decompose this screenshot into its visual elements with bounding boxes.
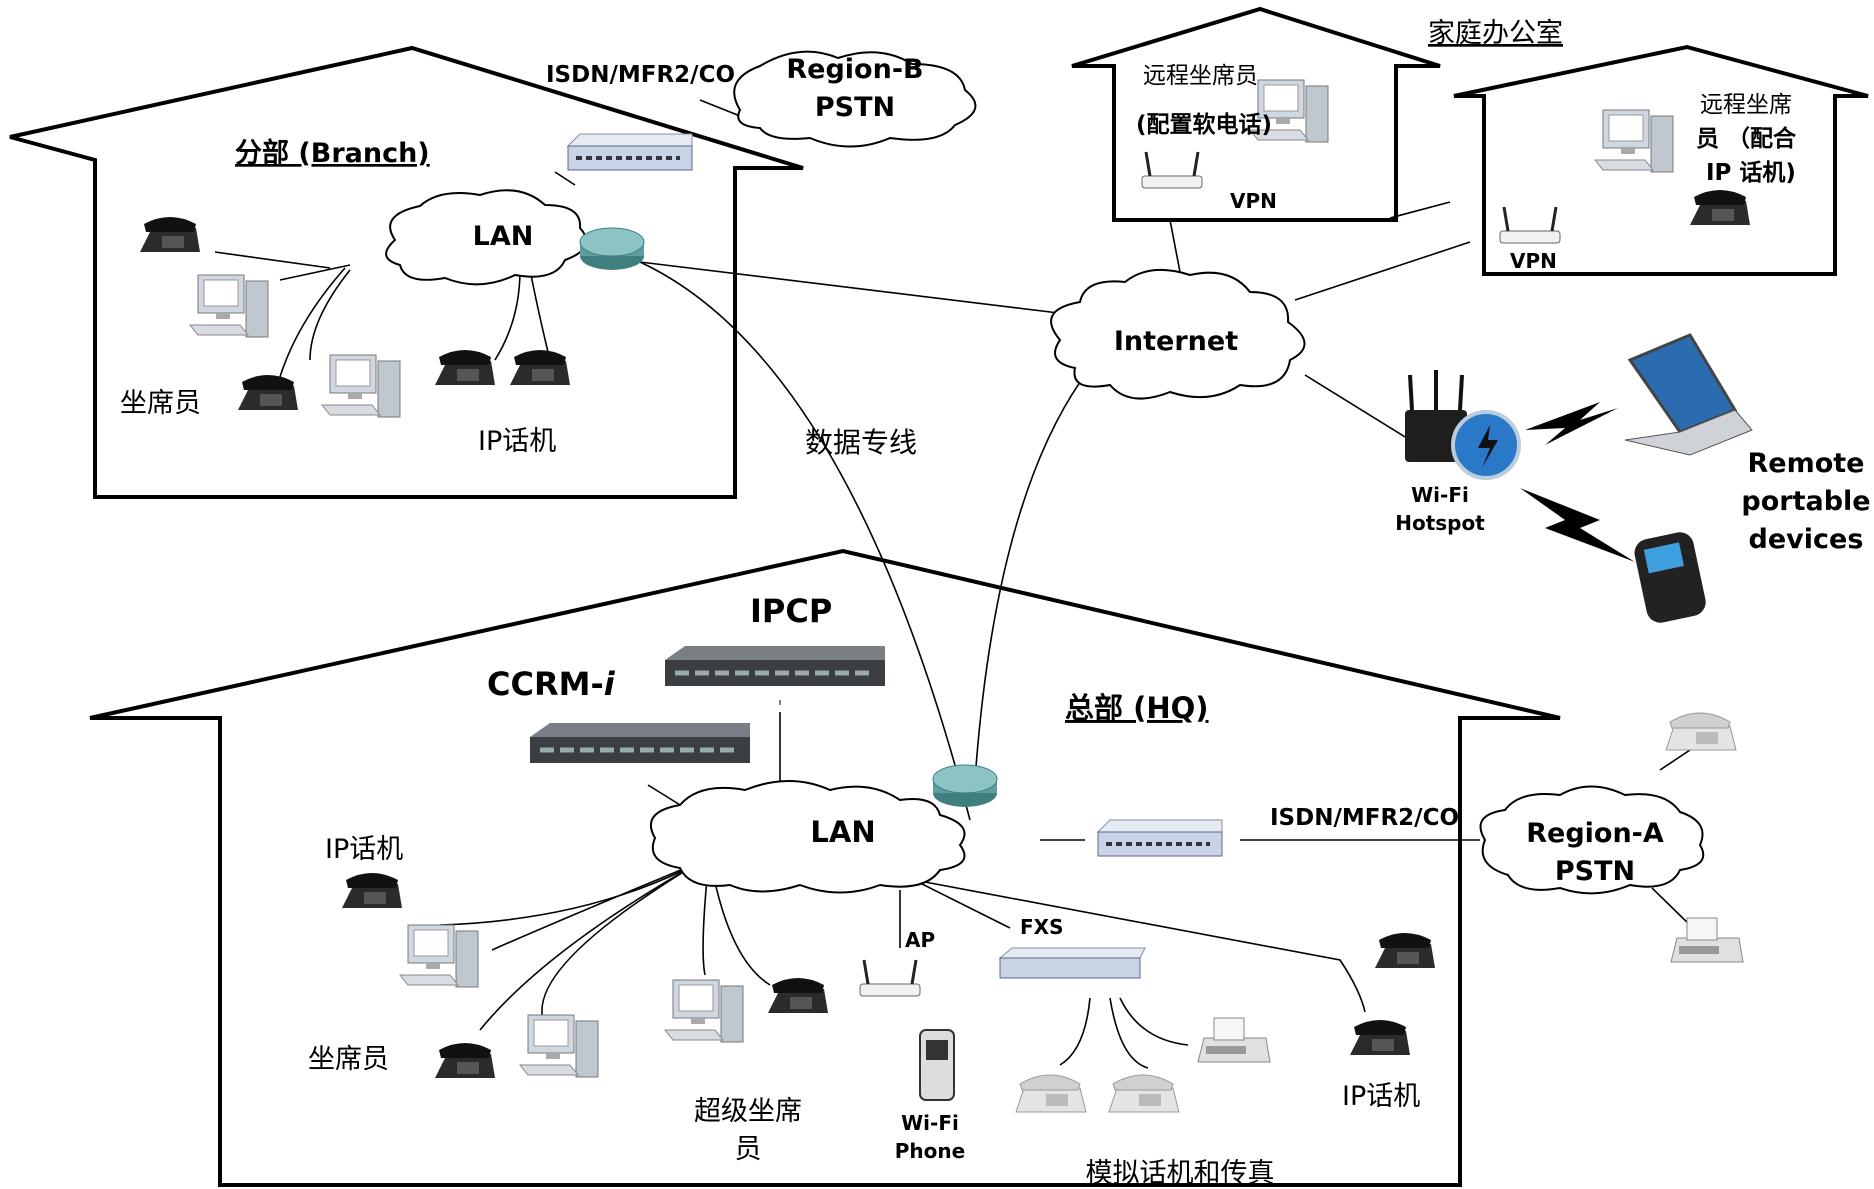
home-vpn-label: VPN	[1510, 249, 1557, 273]
wifi-phone-icon	[919, 1029, 955, 1101]
home-softphone-label: (配置软电话)	[1136, 111, 1272, 138]
lightning-icon	[1525, 402, 1618, 445]
home-ip-pc-icon	[1594, 109, 1674, 173]
analog-devices-label: 模拟话机和传真	[1086, 1158, 1275, 1189]
remote-devices-label: devices	[1749, 524, 1864, 555]
hq-agent-label: 坐席员	[308, 1044, 389, 1075]
home-ip-agent-label: 远程坐席	[1700, 92, 1792, 118]
branch-lan-label: LAN	[473, 221, 534, 252]
branch-pc-icon	[189, 274, 269, 338]
home-vpn-router-icon	[1140, 150, 1204, 190]
branch-router-icon	[579, 227, 645, 271]
wifi-phone-label: Wi-Fi	[901, 1111, 959, 1135]
hq-building-outline	[89, 548, 1561, 1187]
home-office-1-outline	[1071, 6, 1441, 222]
branch-building-outline	[9, 45, 804, 499]
home-softphone-label: 远程坐席员	[1143, 63, 1258, 89]
region-a-pstn-cloud	[1479, 785, 1705, 895]
smartphone-icon	[1634, 532, 1706, 623]
fxs-gateway-icon	[998, 947, 1146, 979]
ap-label: AP	[905, 928, 935, 952]
connection-lines	[214, 99, 1696, 1069]
wifi-hotspot-label: Wi-Fi	[1411, 483, 1469, 507]
pstn-analog-phone-icon	[1665, 712, 1737, 751]
internet-cloud	[1050, 268, 1306, 400]
home-ip-phone-icon	[1690, 190, 1750, 225]
branch-ip-phone-icon	[435, 350, 495, 385]
branch-phone-icon	[140, 217, 200, 252]
remote-devices-label: Remote	[1747, 448, 1864, 479]
branch-pc-icon	[321, 354, 401, 418]
branch-phone-icon	[238, 375, 298, 410]
hq-lan-label: LAN	[810, 815, 875, 849]
hq-pc-icon	[399, 924, 479, 988]
hq-router-icon	[932, 764, 998, 808]
super-agent-label: 超级坐席	[694, 1096, 802, 1127]
home-office-2-outline	[1453, 44, 1869, 276]
ccrm-server-icon	[530, 723, 750, 763]
hq-lan-cloud	[649, 780, 966, 894]
ccrm-label: CCRM-i	[487, 665, 616, 703]
branch-trunk-label: ISDN/MFR2/CO	[546, 62, 735, 88]
hq-ip-phone-icon	[1375, 933, 1435, 968]
branch-title: 分部 (Branch)	[235, 137, 430, 169]
analog-phone-icon	[1108, 1074, 1180, 1113]
region-b-pstn-label: PSTN	[815, 92, 895, 123]
super-agent-pc-icon	[664, 979, 744, 1043]
branch-agent-label: 坐席员	[120, 388, 201, 419]
hq-ip-phone-icon	[342, 873, 402, 908]
branch-ip-phone-icon	[510, 350, 570, 385]
hq-title: 总部 (HQ)	[1065, 691, 1209, 725]
home-ip-agent-label: 员 （配合	[1696, 125, 1797, 152]
analog-phone-icon	[1015, 1074, 1087, 1113]
fax-machine-icon	[1197, 1017, 1271, 1063]
wifi-phone-label: Phone	[895, 1139, 965, 1163]
region-a-pstn-label: PSTN	[1555, 856, 1635, 887]
ipcp-label: IPCP	[750, 592, 832, 630]
hq-gateway-icon	[1096, 818, 1224, 858]
hq-ip-phone-label: IP话机	[325, 834, 403, 865]
home-ip-agent-label: IP 话机)	[1706, 160, 1796, 186]
super-agent-label: 员	[735, 1134, 762, 1165]
hq-pc-icon	[519, 1014, 599, 1078]
branch-ip-phone-label: IP话机	[478, 426, 556, 457]
home-vpn-router-icon	[1498, 205, 1562, 245]
pstn-fax-icon	[1670, 917, 1744, 963]
home-vpn-label: VPN	[1230, 189, 1277, 213]
hq-ip-phone-icon	[1350, 1020, 1410, 1055]
remote-devices-label: portable	[1741, 486, 1870, 517]
home-office-title: 家庭办公室	[1428, 18, 1563, 49]
wifi-hotspot-icon	[1405, 370, 1521, 480]
leased-line-label: 数据专线	[805, 426, 917, 459]
region-b-pstn-cloud	[733, 50, 977, 148]
hq-phone-icon	[435, 1043, 495, 1078]
fxs-label: FXS	[1020, 915, 1064, 939]
branch-gateway-icon	[566, 132, 694, 172]
hq-trunk-label: ISDN/MFR2/CO	[1270, 805, 1459, 831]
region-b-pstn-label: Region-B	[786, 54, 923, 85]
region-a-pstn-label: Region-A	[1526, 818, 1664, 849]
ipcp-server-icon	[665, 646, 885, 686]
hq-ip-phone-label: IP话机	[1342, 1081, 1420, 1112]
wifi-hotspot-label: Hotspot	[1395, 511, 1485, 535]
access-point-icon	[858, 958, 922, 998]
laptop-icon	[1624, 333, 1753, 456]
super-agent-phone-icon	[768, 978, 828, 1013]
lightning-icon	[1520, 488, 1635, 562]
internet-label: Internet	[1114, 326, 1238, 357]
